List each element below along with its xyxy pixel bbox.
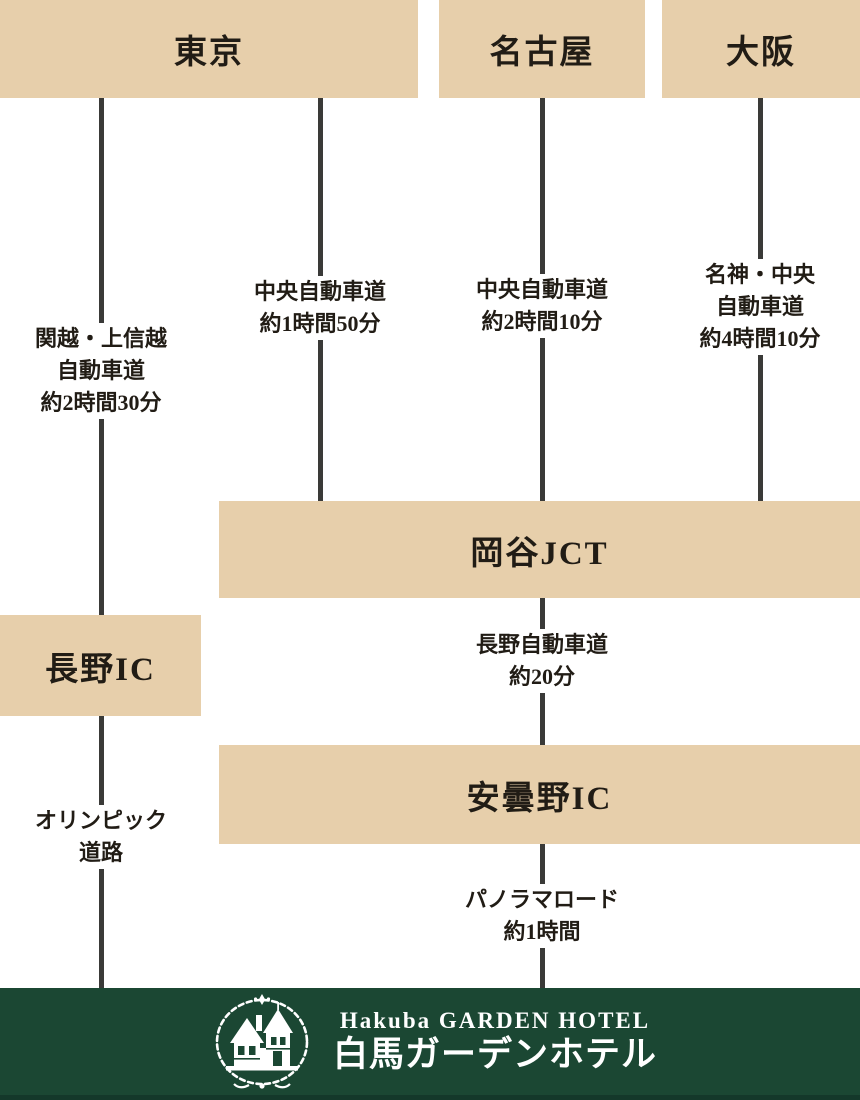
route-label-line: 約2時間30分 bbox=[40, 390, 162, 415]
route-label-line: 自動車道 bbox=[715, 294, 805, 319]
route-label-line: 約1時間 bbox=[503, 919, 581, 944]
route-label-panorama-road: パノラマロード 約1時間 bbox=[459, 884, 625, 948]
route-label-line: オリンピック bbox=[34, 808, 168, 833]
route-label-line: 約1時間50分 bbox=[259, 311, 381, 336]
route-label-olympic-road: オリンピック 道路 bbox=[29, 805, 173, 869]
route-label-line: 約4時間10分 bbox=[699, 326, 821, 351]
route-label-line: 名神・中央 bbox=[704, 262, 816, 287]
route-label-line: 中央自動車道 bbox=[253, 279, 387, 304]
route-label-line: 関越・上信越 bbox=[34, 326, 168, 351]
node-label-azumino-ic: 安曇野IC bbox=[466, 780, 613, 817]
city-box-tokyo: 東京 bbox=[0, 0, 418, 98]
route-label-kanetsu-joshinetsu: 関越・上信越 自動車道 約2時間30分 bbox=[29, 323, 173, 419]
route-label-line: 約2時間10分 bbox=[481, 309, 603, 334]
route-label-chuo-from-tokyo: 中央自動車道 約1時間50分 bbox=[248, 276, 392, 340]
route-label-nagano-expressway: 長野自動車道 約20分 bbox=[470, 629, 614, 693]
node-label-okaya-jct: 岡谷JCT bbox=[470, 535, 609, 572]
route-label-chuo-from-nagoya: 中央自動車道 約2時間10分 bbox=[470, 274, 614, 338]
hotel-emblem-icon bbox=[215, 993, 309, 1089]
node-box-okaya-jct: 岡谷JCT bbox=[219, 501, 860, 598]
city-label-tokyo: 東京 bbox=[174, 35, 244, 71]
route-label-line: 長野自動車道 bbox=[475, 632, 609, 657]
node-label-nagano-ic: 長野IC bbox=[45, 651, 156, 688]
hotel-name-ja: 白馬ガーデンホテル bbox=[332, 1035, 657, 1075]
node-box-azumino-ic: 安曇野IC bbox=[219, 745, 860, 844]
node-box-nagano-ic: 長野IC bbox=[0, 615, 201, 716]
city-box-osaka: 大阪 bbox=[662, 0, 860, 98]
route-label-line: 約20分 bbox=[508, 664, 576, 689]
city-label-nagoya: 名古屋 bbox=[489, 35, 595, 71]
route-label-meishin-chuo: 名神・中央 自動車道 約4時間10分 bbox=[694, 259, 826, 355]
route-label-line: 自動車道 bbox=[56, 358, 146, 383]
hotel-logo: Hakuba GARDEN HOTEL 白馬ガーデンホテル bbox=[333, 1007, 657, 1077]
city-box-nagoya: 名古屋 bbox=[439, 0, 645, 98]
city-label-osaka: 大阪 bbox=[726, 35, 796, 71]
route-label-line: パノラマロード bbox=[464, 887, 620, 912]
route-label-line: 中央自動車道 bbox=[475, 277, 609, 302]
route-label-line: 道路 bbox=[78, 840, 124, 865]
footer: Hakuba GARDEN HOTEL 白馬ガーデンホテル bbox=[0, 988, 860, 1100]
route-line-kanetsu bbox=[99, 98, 104, 988]
hotel-name-en: Hakuba GARDEN HOTEL bbox=[339, 1007, 651, 1033]
